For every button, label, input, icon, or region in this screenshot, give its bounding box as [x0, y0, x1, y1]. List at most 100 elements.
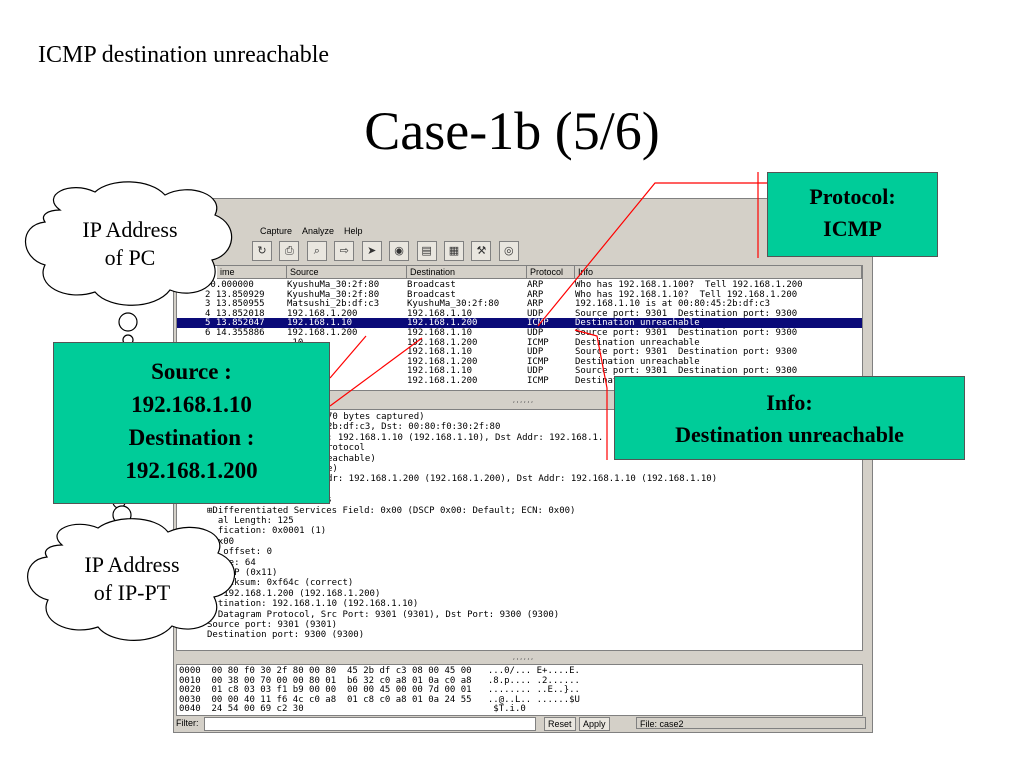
- cell-protocol: ICMP: [527, 376, 549, 386]
- detail-line[interactable]: x00: [207, 536, 235, 547]
- prefs-icon[interactable]: ⚒: [471, 241, 492, 261]
- cell-no-time: 2 13.850929: [205, 289, 265, 300]
- cell-protocol: ARP: [527, 289, 544, 300]
- apply-button[interactable]: Apply: [579, 717, 610, 731]
- reset-button[interactable]: Reset: [544, 717, 576, 731]
- detail-line[interactable]: 70 bytes captured): [327, 412, 425, 422]
- cell-protocol: UDP: [527, 366, 544, 377]
- cell-info: Source port: 9301 Destination port: 9300: [575, 366, 798, 377]
- display-icon[interactable]: ▦: [443, 241, 464, 261]
- slide-header: ICMP destination unreachable: [38, 42, 330, 68]
- cell-protocol: ARP: [527, 299, 544, 310]
- detail-line[interactable]: dr: 192.168.1.200 (192.168.1.200), Dst A…: [327, 474, 718, 485]
- find-icon[interactable]: ⌕: [306, 241, 327, 261]
- hex-line: 0000 00 80 f0 30 2f 80 00 80 45 2b df c3…: [179, 666, 580, 676]
- protocol-callout: Protocol: ICMP: [767, 172, 938, 257]
- protocol-callout-line: Protocol:: [809, 184, 896, 209]
- detail-line[interactable]: ⊞Differentiated Services Field: 0x00 (DS…: [207, 505, 576, 516]
- detail-line[interactable]: rotocol: [327, 443, 365, 454]
- goto-icon[interactable]: ⇨: [334, 241, 355, 261]
- source-destination-callout: Source : 192.168.1.10 Destination : 192.…: [53, 342, 330, 504]
- cell-destination: Broadcast: [407, 280, 456, 290]
- menu-help[interactable]: Help: [344, 226, 363, 236]
- cloud-ippt-line: of IP-PT: [93, 580, 171, 605]
- detail-line[interactable]: eachable): [327, 453, 376, 464]
- detail-line[interactable]: ecksum: 0xf64c (correct): [207, 578, 354, 589]
- menu-capture[interactable]: Capture: [260, 226, 293, 236]
- print-icon[interactable]: ⎙: [279, 241, 300, 261]
- menu-analyze[interactable]: Analyze: [302, 226, 335, 236]
- cell-destination: 192.168.1.10: [407, 308, 473, 319]
- detail-line[interactable]: al Length: 125: [207, 516, 294, 526]
- detail-line[interactable]: fication: 0x0001 (1): [207, 526, 327, 537]
- hex-line: 0020 01 c8 03 03 f1 b9 00 00 00 00 45 00…: [179, 685, 580, 696]
- cell-source: 192.168.1.10: [287, 318, 353, 329]
- source-callout-line: Source :: [151, 359, 232, 384]
- reload-icon[interactable]: ↻: [252, 241, 272, 261]
- column-header-protocol[interactable]: Protocol: [527, 266, 575, 279]
- cell-info: Source port: 9301 Destination port: 9300: [575, 347, 798, 358]
- detail-line[interactable]: : 192.168.1.10 (192.168.1.10), Dst Addr:…: [327, 432, 604, 443]
- detail-line[interactable]: 2b:df:c3, Dst: 00:80:f0:30:2f:80: [327, 422, 501, 433]
- detail-line[interactable]: Destination port: 9300 (9300): [207, 630, 365, 641]
- cell-info: 192.168.1.10 is at 00:80:45:2b:df:c3: [575, 299, 771, 310]
- column-header-destination[interactable]: Destination: [407, 266, 527, 279]
- detail-line[interactable]: offset: 0: [207, 547, 273, 558]
- filter-input[interactable]: [204, 717, 536, 731]
- next-icon[interactable]: ➤: [361, 241, 382, 261]
- cell-destination: 192.168.1.10: [407, 347, 473, 358]
- pane-splitter[interactable]: ,,,,,,: [174, 655, 872, 661]
- column-header-time[interactable]: ime: [217, 266, 287, 279]
- detail-line[interactable]: ive: 64: [207, 557, 256, 568]
- cell-protocol: UDP: [527, 347, 544, 358]
- detail-line[interactable]: Source port: 9301 (9301): [207, 620, 338, 630]
- source-callout-line: 192.168.1.200: [125, 458, 258, 483]
- cell-destination: 192.168.1.10: [407, 366, 473, 377]
- cell-destination: 192.168.1.200: [407, 376, 478, 386]
- cell-info: Destination unreachable: [575, 318, 700, 329]
- cell-destination: 192.168.1.10: [407, 328, 473, 338]
- cloud-pc-line: IP Address: [82, 217, 178, 242]
- detail-line[interactable]: e): [327, 464, 338, 474]
- cell-no-time: 5 13.852047: [205, 318, 265, 329]
- cell-info: Who has 192.168.1.100? Tell 192.168.1.20…: [575, 280, 803, 290]
- pane-splitter[interactable]: ,,,,,,: [174, 398, 872, 404]
- cell-destination: 192.168.1.200: [407, 356, 478, 367]
- source-callout-line: Destination :: [128, 425, 255, 450]
- cell-destination: KyushuMa_30:2f:80: [407, 299, 500, 310]
- cell-info: Destination unreachable: [575, 337, 700, 348]
- hex-line: 0040 24 54 00 69 c2 30 $T.i.0: [179, 704, 526, 715]
- protocol-callout-line: ICMP: [823, 216, 882, 241]
- cell-info: Source port: 9301 Destination port: 9300: [575, 308, 798, 319]
- filter-label: Filter:: [176, 718, 199, 728]
- column-header-source[interactable]: Source: [287, 266, 407, 279]
- cell-no-time: 0.000000: [205, 280, 254, 290]
- detail-line[interactable]: 192.168.1.200 (192.168.1.200): [207, 588, 381, 599]
- cell-protocol: UDP: [527, 328, 544, 338]
- hex-dump-pane[interactable]: 0000 00 80 f0 30 2f 80 00 80 45 2b df c3…: [176, 664, 863, 716]
- status-bar: Filter: Reset Apply File: case2: [174, 716, 872, 731]
- detail-line[interactable]: UDP (0x11): [207, 568, 278, 578]
- cloud-ippt-line: IP Address: [84, 552, 180, 577]
- cell-source: 192.168.1.200: [287, 308, 358, 319]
- detail-line[interactable]: Datagram Protocol, Src Port: 9301 (9301)…: [207, 609, 560, 620]
- column-header-info[interactable]: Info: [575, 266, 862, 279]
- cell-source: Matsushi_2b:df:c3: [287, 299, 380, 310]
- cloud-pc-text: IP Address of PC: [50, 216, 210, 272]
- cell-protocol: ARP: [527, 280, 544, 290]
- info-callout-line: Destination unreachable: [675, 422, 904, 447]
- capture-icon[interactable]: ◉: [389, 241, 410, 261]
- cell-no-time: 6 14.355886: [205, 328, 265, 338]
- cell-no-time: 4 13.852018: [205, 308, 265, 319]
- help-icon[interactable]: ◎: [498, 241, 519, 261]
- cloud-pc-line: of PC: [104, 245, 156, 270]
- cell-source: KyushuMa_30:2f:80: [287, 289, 380, 300]
- detail-line[interactable]: tination: 192.168.1.10 (192.168.1.10): [207, 599, 419, 610]
- filter-icon[interactable]: ▤: [416, 241, 437, 261]
